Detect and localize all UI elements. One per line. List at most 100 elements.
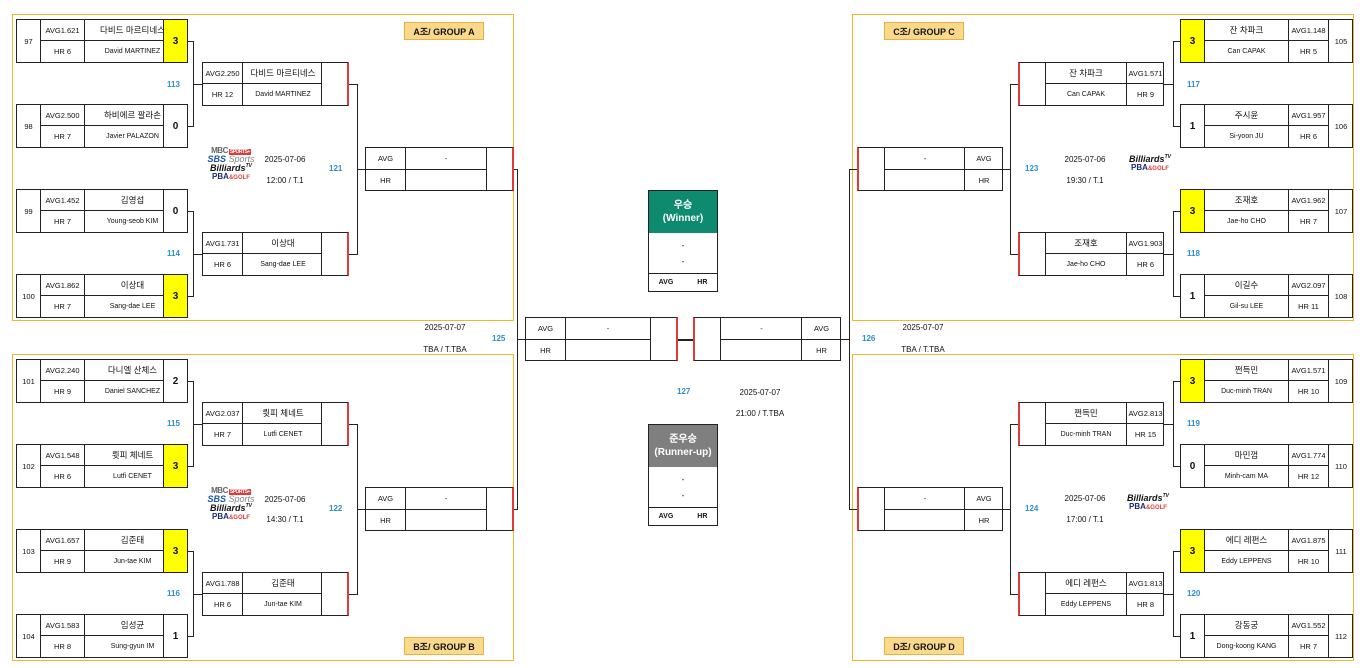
player-avg: AVG1.875: [1288, 530, 1328, 551]
match-123-avg-label: AVG: [964, 148, 1003, 170]
match-125-avg-label: AVG: [526, 318, 566, 340]
match-125-score: [650, 317, 678, 361]
player-name-en: Jun-tae KIM: [113, 558, 152, 565]
player-hr: HR 9: [1126, 84, 1164, 105]
player-score: 1: [1180, 614, 1205, 658]
player-score: 3: [163, 274, 188, 318]
r1-card-p97[interactable]: 97 AVG1.621 다비드 마르티네스 HR 6 David MARTINE…: [16, 19, 188, 63]
player-score: 0: [163, 104, 188, 148]
player-name-en: Sang-dae LEE: [109, 303, 156, 310]
match-123-card[interactable]: - AVG HR: [857, 147, 1003, 191]
match-126-card[interactable]: - AVG HR: [693, 317, 841, 361]
match-121-score: [486, 147, 514, 191]
match-126-date: 2025-07-07: [902, 323, 944, 332]
match-122-card[interactable]: AVG - HR: [365, 487, 514, 531]
player-score: [1018, 62, 1046, 106]
player-name-en: Duc-minh TRAN: [1060, 431, 1112, 438]
player-avg: AVG1.657: [41, 530, 85, 551]
r1-card-p109[interactable]: 3 쩐득민 AVG1.571 Duc-minh TRAN HR 10 109: [1180, 359, 1353, 403]
player-avg: AVG1.148: [1288, 20, 1328, 41]
runner-up-name-en: -: [681, 490, 685, 500]
r1-card-p111[interactable]: 3 에디 레펀스 AVG1.875 Eddy LEPPENS HR 10 111: [1180, 529, 1353, 573]
r1-card-p99[interactable]: 99 AVG1.452 김영섭 HR 7 Young-seob KIM 0: [16, 189, 188, 233]
player-score: 2: [163, 359, 188, 403]
player-name-ko: 에디 레펀스: [1046, 573, 1126, 594]
player-avg: AVG1.862: [41, 275, 85, 296]
player-score: 3: [163, 529, 188, 573]
runner-up-subtitle: (Runner-up): [654, 447, 712, 458]
player-avg: AVG1.774: [1288, 445, 1328, 466]
pba-golf-logo: PBA&GOLF: [1131, 163, 1169, 173]
r1-card-p98[interactable]: 98 AVG2.500 하비에르 팔라손 HR 7 Javier PALAZON…: [16, 104, 188, 148]
r1-card-p105[interactable]: 3 잔 차파크 AVG1.148 Can CAPAK HR 5 105: [1180, 19, 1353, 63]
player-score: [321, 232, 349, 276]
player-score: 3: [1180, 19, 1205, 63]
r1-card-p102[interactable]: 102 AVG1.548 륏피 체네트 HR 6 Lutfi CENET 3: [16, 444, 188, 488]
r1-card-p104[interactable]: 104 AVG1.583 임성균 HR 8 Sung-gyun IM 1: [16, 614, 188, 658]
r2-card-m116[interactable]: AVG1.788 김준태 HR 6 Jun-tae KIM: [202, 572, 349, 616]
player-avg: AVG2.240: [41, 360, 85, 381]
r2-card-m115[interactable]: AVG2.037 륏피 체네트 HR 7 Lutfi CENET: [202, 402, 349, 446]
r2-card-m120[interactable]: 에디 레펀스 AVG1.813 Eddy LEPPENS HR 8: [1018, 572, 1164, 616]
r1-card-p110[interactable]: 0 마민껌 AVG1.774 Minh-cam MA HR 12 110: [1180, 444, 1353, 488]
pba-golf-logo: PBA&GOLF: [1129, 502, 1167, 512]
player-name-ko: 강동궁: [1205, 615, 1288, 636]
match-122-date: 2025-07-06: [264, 495, 306, 504]
player-name-en: David MARTINEZ: [104, 48, 161, 55]
r2-card-m118[interactable]: 조재호 AVG1.903 Jae-ho CHO HR 6: [1018, 232, 1164, 276]
r1-card-p103[interactable]: 103 AVG1.657 김준태 HR 9 Jun-tae KIM 3: [16, 529, 188, 573]
player-name-ko: 마민껌: [1205, 445, 1288, 466]
r1-card-p100[interactable]: 100 AVG1.862 이상대 HR 7 Sang-dae LEE 3: [16, 274, 188, 318]
match-122-avg-label: AVG: [366, 488, 406, 510]
player-name-ko: 륏피 체네트: [243, 403, 323, 424]
match-126-avg-label: AVG: [801, 318, 841, 340]
sbs-sports-logo: SBS Sports: [207, 494, 255, 504]
match-124-score: [857, 487, 885, 531]
winner-title: 우승: [673, 200, 693, 211]
match-121-avg-label: AVG: [366, 148, 406, 170]
match-num-121: 121: [329, 164, 343, 173]
match-124-card[interactable]: - AVG HR: [857, 487, 1003, 531]
player-hr: HR 7: [1288, 636, 1328, 657]
player-name-en: Daniel SANCHEZ: [104, 388, 161, 395]
seed-number: 102: [17, 445, 41, 487]
match-123-hr-label: HR: [964, 170, 1003, 191]
r2-card-m114[interactable]: AVG1.731 이상대 HR 6 Sang-dae LEE: [202, 232, 349, 276]
player-score: 3: [1180, 529, 1205, 573]
group-a-tag: A조/ GROUP A: [404, 22, 484, 40]
r1-card-p112[interactable]: 1 강동궁 AVG1.552 Dong-koong KANG HR 7 112: [1180, 614, 1353, 658]
r1-card-p108[interactable]: 1 이길수 AVG2.097 Gil-su LEE HR 11 108: [1180, 274, 1353, 318]
player-name-en: Young-seob KIM: [106, 218, 159, 225]
match-125-date: 2025-07-07: [424, 323, 466, 332]
player-score: [321, 402, 349, 446]
match-num-115: 115: [167, 419, 180, 428]
broadcaster-logos-c: BilliardsTV PBA&GOLF: [1122, 155, 1178, 173]
player-avg: AVG2.037: [203, 403, 243, 424]
player-hr: HR 9: [41, 381, 85, 402]
match-122-time: 14:30 / T.1: [266, 515, 304, 524]
match-125-hr-label: HR: [526, 340, 566, 361]
r1-card-p107[interactable]: 3 조재호 AVG1.962 Jae-ho CHO HR 7 107: [1180, 189, 1353, 233]
r2-card-m117[interactable]: 잔 차파크 AVG1.571 Can CAPAK HR 9: [1018, 62, 1164, 106]
match-124-hr-label: HR: [964, 510, 1003, 531]
player-avg: AVG2.500: [41, 105, 85, 126]
player-score: 0: [1180, 444, 1205, 488]
player-avg: AVG1.813: [1126, 573, 1164, 594]
match-121-card[interactable]: AVG - HR: [365, 147, 514, 191]
player-name-ko: 에디 레펀스: [1205, 530, 1288, 551]
r2-card-m113[interactable]: AVG2.250 다비드 마르티네스 HR 12 David MARTINEZ: [202, 62, 349, 106]
player-name-ko: 김준태: [85, 530, 180, 551]
player-name-en: Lutfi CENET: [263, 431, 303, 438]
r1-card-p101[interactable]: 101 AVG2.240 다니엘 산체스 HR 9 Daniel SANCHEZ…: [16, 359, 188, 403]
r2-card-m119[interactable]: 쩐득민 AVG2.813 Duc-minh TRAN HR 15: [1018, 402, 1164, 446]
seed-number: 106: [1328, 105, 1353, 147]
r1-card-p106[interactable]: 1 주시윤 AVG1.957 Si-yoon JU HR 6 106: [1180, 104, 1353, 148]
seed-number: 110: [1328, 445, 1353, 487]
match-126-name: -: [721, 318, 802, 340]
match-125-time: TBA / T.TBA: [423, 345, 467, 354]
player-name-en: Dong-koong KANG: [1216, 643, 1277, 650]
player-hr: HR 6: [41, 41, 85, 62]
player-hr: HR 7: [41, 126, 85, 147]
match-125-card[interactable]: AVG - HR: [525, 317, 678, 361]
